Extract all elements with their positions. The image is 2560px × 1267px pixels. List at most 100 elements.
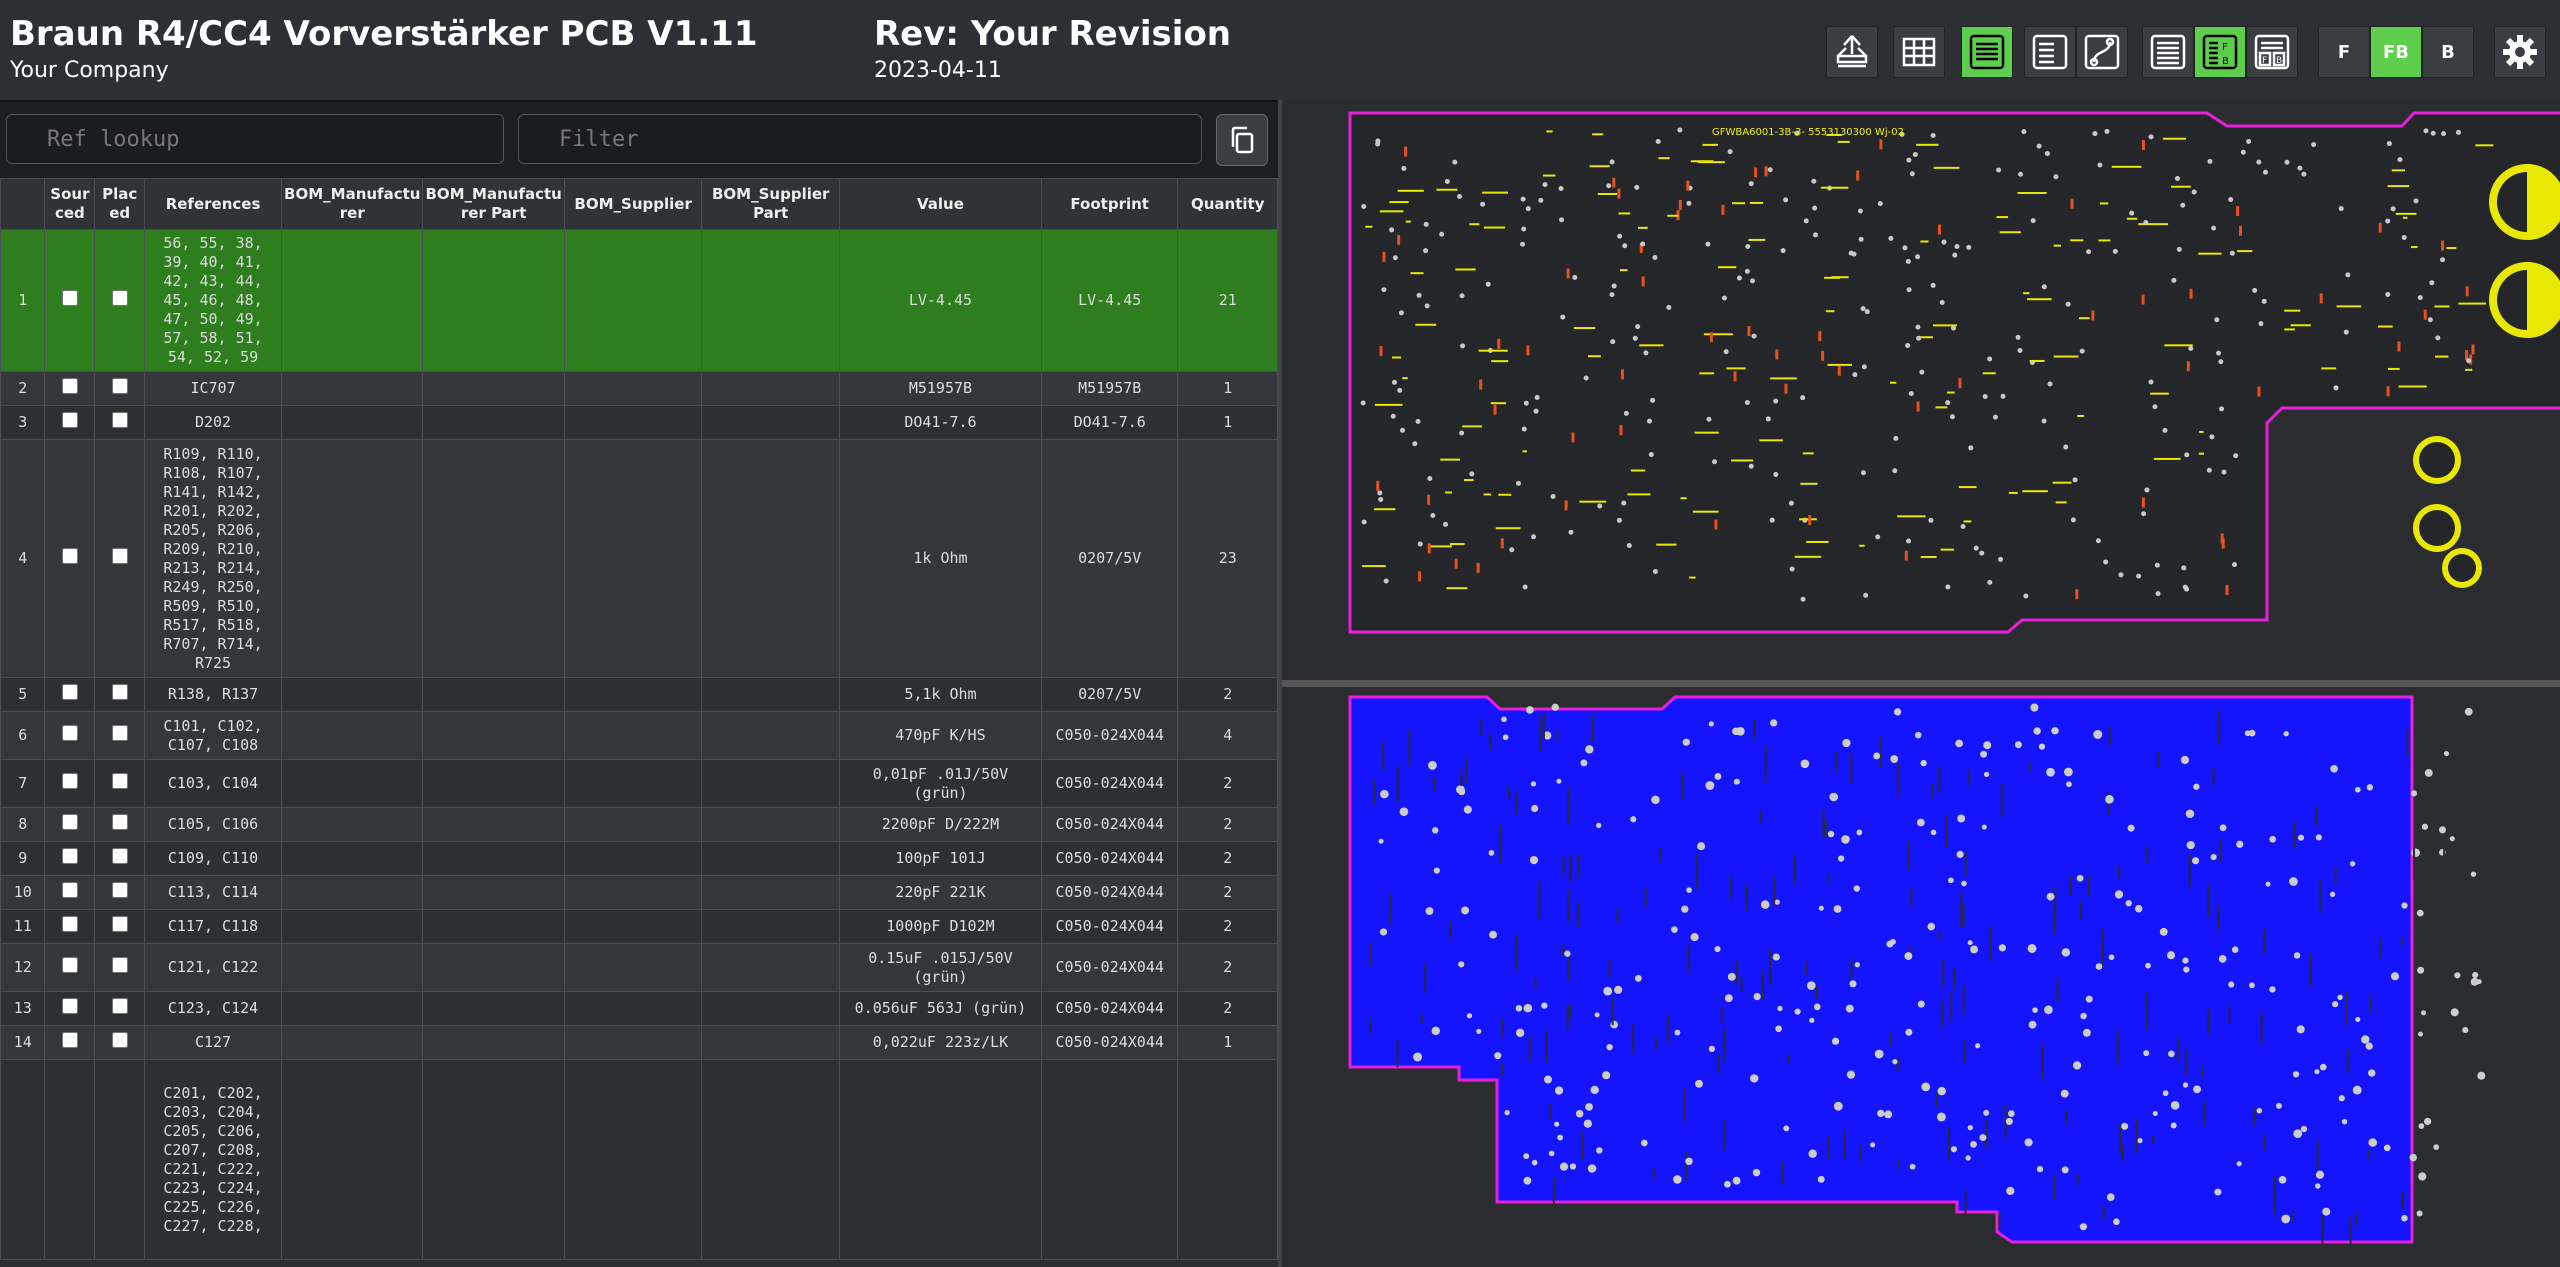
vertical-splitter[interactable] [1278,100,1282,1267]
layout-bom-only-button[interactable] [2024,26,2076,78]
back-pcb-canvas[interactable] [1282,687,2560,1267]
sourced-checkbox[interactable] [61,814,78,830]
grid-view-button[interactable] [1893,26,1945,78]
placed-checkbox[interactable] [111,548,128,564]
front-pad [1916,143,1939,146]
placed-checkbox[interactable] [111,814,128,830]
placed-checkbox[interactable] [111,848,128,864]
front-pad [1391,379,1397,385]
column-header-bom-supplier[interactable]: BOM_Supplier [563,178,703,230]
sourced-checkbox[interactable] [61,957,78,973]
ref-lookup-input[interactable] [6,114,504,164]
sourced-checkbox[interactable] [61,1032,78,1048]
sourced-checkbox[interactable] [61,998,78,1014]
placed-checkbox[interactable] [111,378,128,394]
front-pad [1794,555,1822,558]
front-pcb-canvas[interactable]: GFWBA6001-3B-3- 5553130300 Wj-02 [1282,100,2560,680]
column-header-placed[interactable]: Plac ed [94,178,146,230]
row-index: 6 [0,711,46,760]
sourced-checkbox[interactable] [61,773,78,789]
copy-button[interactable] [1216,114,1268,166]
sourced-checkbox[interactable] [61,684,78,700]
front-pad [1382,251,1386,262]
back-pad [1967,1125,1973,1131]
footprint-cell: C050-024X044 [1040,807,1179,842]
column-header-bom-manufacturer-part[interactable]: BOM_Manufactu rer Part [422,178,565,230]
back-pad [1449,921,1452,940]
sourced-checkbox[interactable] [61,725,78,741]
io-settings-button[interactable] [1826,26,1878,78]
sourced-checkbox[interactable] [61,548,78,564]
back-pad [1967,940,1973,946]
column-header-quantity[interactable]: Quantity [1177,178,1278,230]
front-pad [1877,201,1883,207]
layer-both-button[interactable]: FB [2370,26,2422,78]
placed-checkbox[interactable] [111,725,128,741]
column-header-value[interactable]: Value [839,178,1042,230]
sourced-checkbox[interactable] [61,378,78,394]
front-pad [2170,185,2191,188]
layer-front-label: F [2337,41,2351,63]
row-index: 4 [0,439,46,678]
back-pad [2470,871,2477,877]
front-pad [1459,430,1465,436]
filter-input[interactable] [518,114,1202,164]
column-header-bom-supplier-part[interactable]: BOM_Supplier Part [701,178,840,230]
layer-back-button[interactable]: B [2422,26,2474,78]
bom-ungrouped-button[interactable] [2142,26,2194,78]
placed-checkbox[interactable] [111,882,128,898]
placed-checkbox[interactable] [111,998,128,1014]
placed-checkbox[interactable] [111,916,128,932]
placed-checkbox[interactable] [111,1032,128,1048]
column-header-footprint[interactable]: Footprint [1040,178,1179,230]
back-pad [1884,1110,1893,1119]
placed-checkbox[interactable] [111,957,128,973]
column-header-sourced[interactable]: Sour ced [44,178,96,230]
placed-checkbox[interactable] [111,412,128,428]
front-pad [1427,476,1433,482]
front-pad [1812,232,1818,238]
column-header-bom-manufacturer[interactable]: BOM_Manufactu rer [281,178,424,230]
column-header-index[interactable] [0,178,46,230]
placed-checkbox[interactable] [111,290,128,306]
netlist-button[interactable] [2076,26,2128,78]
placed-checkbox[interactable] [111,684,128,700]
horizontal-splitter[interactable] [1282,680,2560,687]
sourced-checkbox[interactable] [61,412,78,428]
bom-manufacturer-part-cell [422,371,565,406]
placed-checkbox[interactable] [111,773,128,789]
layer-front-button[interactable]: F [2318,26,2370,78]
placed-cell [94,841,146,876]
layout-bom-pcb-button[interactable] [1961,26,2013,78]
sourced-checkbox[interactable] [61,916,78,932]
sourced-checkbox[interactable] [61,882,78,898]
settings-button[interactable] [2494,26,2546,78]
board-title: Braun R4/CC4 Vorverstärker PCB V1.11 [10,14,758,54]
sourced-checkbox[interactable] [61,848,78,864]
column-header-references[interactable]: References [144,178,283,230]
bom-supplier-cell [563,909,703,944]
front-pad [1427,543,1431,554]
front-board-outline [1348,111,2560,634]
back-pad [1480,717,1483,736]
back-pad [1833,905,1842,913]
back-pad [1879,737,1882,768]
sourced-checkbox[interactable] [61,290,78,306]
table-row[interactable]: C201, C202, C203, C204, C205, C206, C207… [0,1059,1278,1260]
